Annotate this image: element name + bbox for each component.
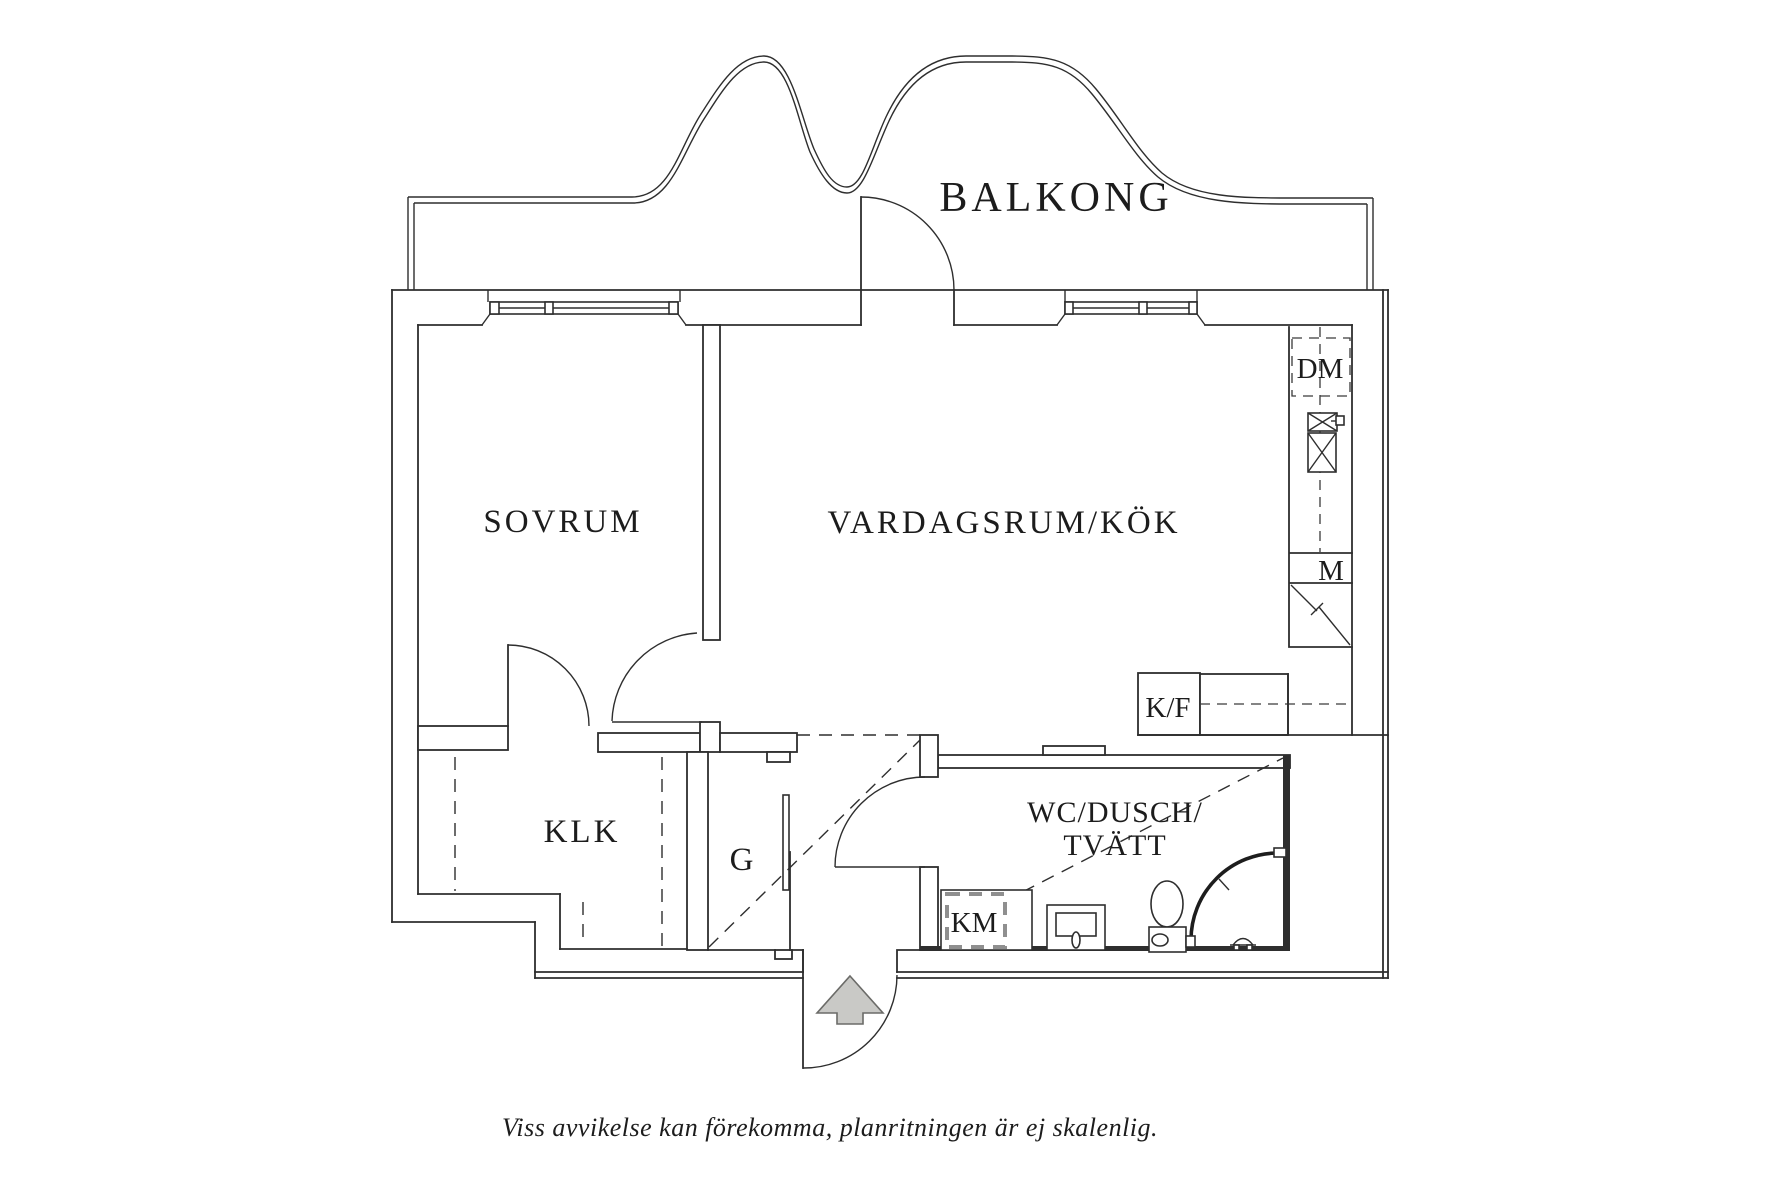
shower-icon [1185, 847, 1287, 948]
room-label-bathroom-line1: WC/DUSCH/ [1027, 796, 1203, 829]
footer-disclaimer: Viss avvikelse kan förekomma, planritnin… [502, 1113, 1158, 1142]
floor-drain-icon [1230, 937, 1256, 951]
room-label-bathroom-line2: TVÄTT [1063, 829, 1166, 862]
bedroom-door [611, 632, 698, 722]
room-label-bedroom: SOVRUM [483, 504, 642, 540]
room-label-closet: KLK [544, 814, 621, 850]
dashed-markers [454, 734, 1284, 948]
bathroom-door [834, 776, 926, 868]
sliding-door [782, 794, 791, 951]
balcony-door [860, 196, 955, 291]
balcony-outline [407, 55, 1374, 290]
room-label-living-kitchen: VARDAGSRUM/KÖK [827, 505, 1180, 541]
appliance-label-fridge-freezer: K/F [1145, 692, 1190, 724]
washing-machine-icon [940, 889, 1033, 951]
appliance-label-dishwasher: DM [1297, 353, 1344, 385]
kitchen-window [1056, 290, 1206, 326]
washbasin-icon [1046, 904, 1106, 951]
entrance-arrow-icon [815, 974, 885, 1025]
appliance-label-washing-machine: KM [951, 907, 998, 939]
bedroom-window [481, 290, 687, 326]
tall-cabinet-icon [1290, 584, 1351, 646]
appliance-label-microwave: M [1318, 555, 1344, 587]
kitchen-counter [1137, 326, 1389, 736]
toilet-icon [1148, 880, 1187, 953]
room-label-hall: G [730, 842, 757, 878]
sink-icon [1307, 412, 1345, 473]
exterior-walls [391, 289, 1389, 979]
closet-door [507, 644, 590, 727]
interior-walls [417, 324, 921, 973]
entrance-door [802, 949, 898, 1069]
room-label-balcony: BALKONG [939, 175, 1172, 221]
